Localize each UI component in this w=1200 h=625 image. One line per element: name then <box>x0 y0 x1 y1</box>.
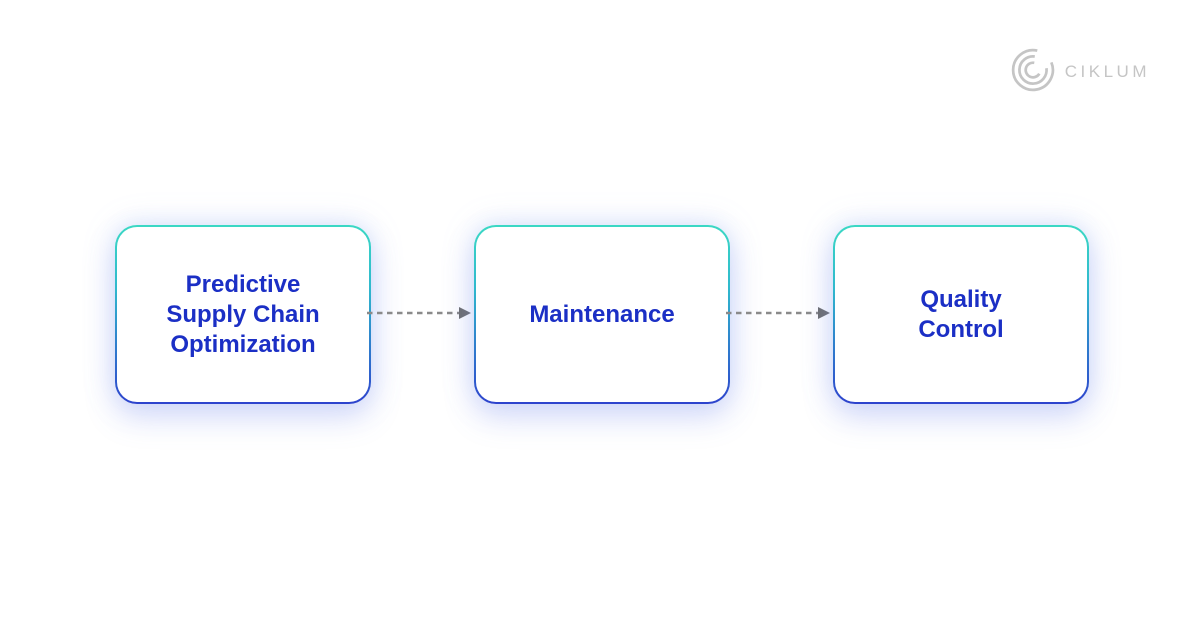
node-label-line: Maintenance <box>529 300 675 328</box>
dashed-arrow-connector <box>725 306 831 320</box>
dashed-arrow-connector <box>366 306 472 320</box>
ciklum-logo: CIKLUM <box>1010 47 1150 93</box>
node-label-line: Predictive <box>185 270 301 298</box>
node-label-line: Optimization <box>170 330 316 358</box>
arrow-head-icon <box>818 307 830 319</box>
ciklum-arcs-icon <box>1010 47 1056 93</box>
node-label-line: Control <box>918 315 1004 343</box>
brand-name: CIKLUM <box>1064 61 1150 81</box>
flow-node-body: Quality Control <box>835 227 1087 402</box>
flow-node-quality-control: Quality Control <box>833 225 1089 404</box>
arrow-head-icon <box>459 307 471 319</box>
flow-node-body: Maintenance <box>476 227 728 402</box>
flow-node-maintenance: Maintenance <box>474 225 730 404</box>
flow-node-body: Predictive Supply Chain Optimization <box>117 227 369 402</box>
node-label-line: Quality <box>920 285 1002 313</box>
flow-node-predictive-supply-chain-optimization: Predictive Supply Chain Optimization <box>115 225 371 404</box>
node-label-line: Supply Chain <box>166 300 320 328</box>
